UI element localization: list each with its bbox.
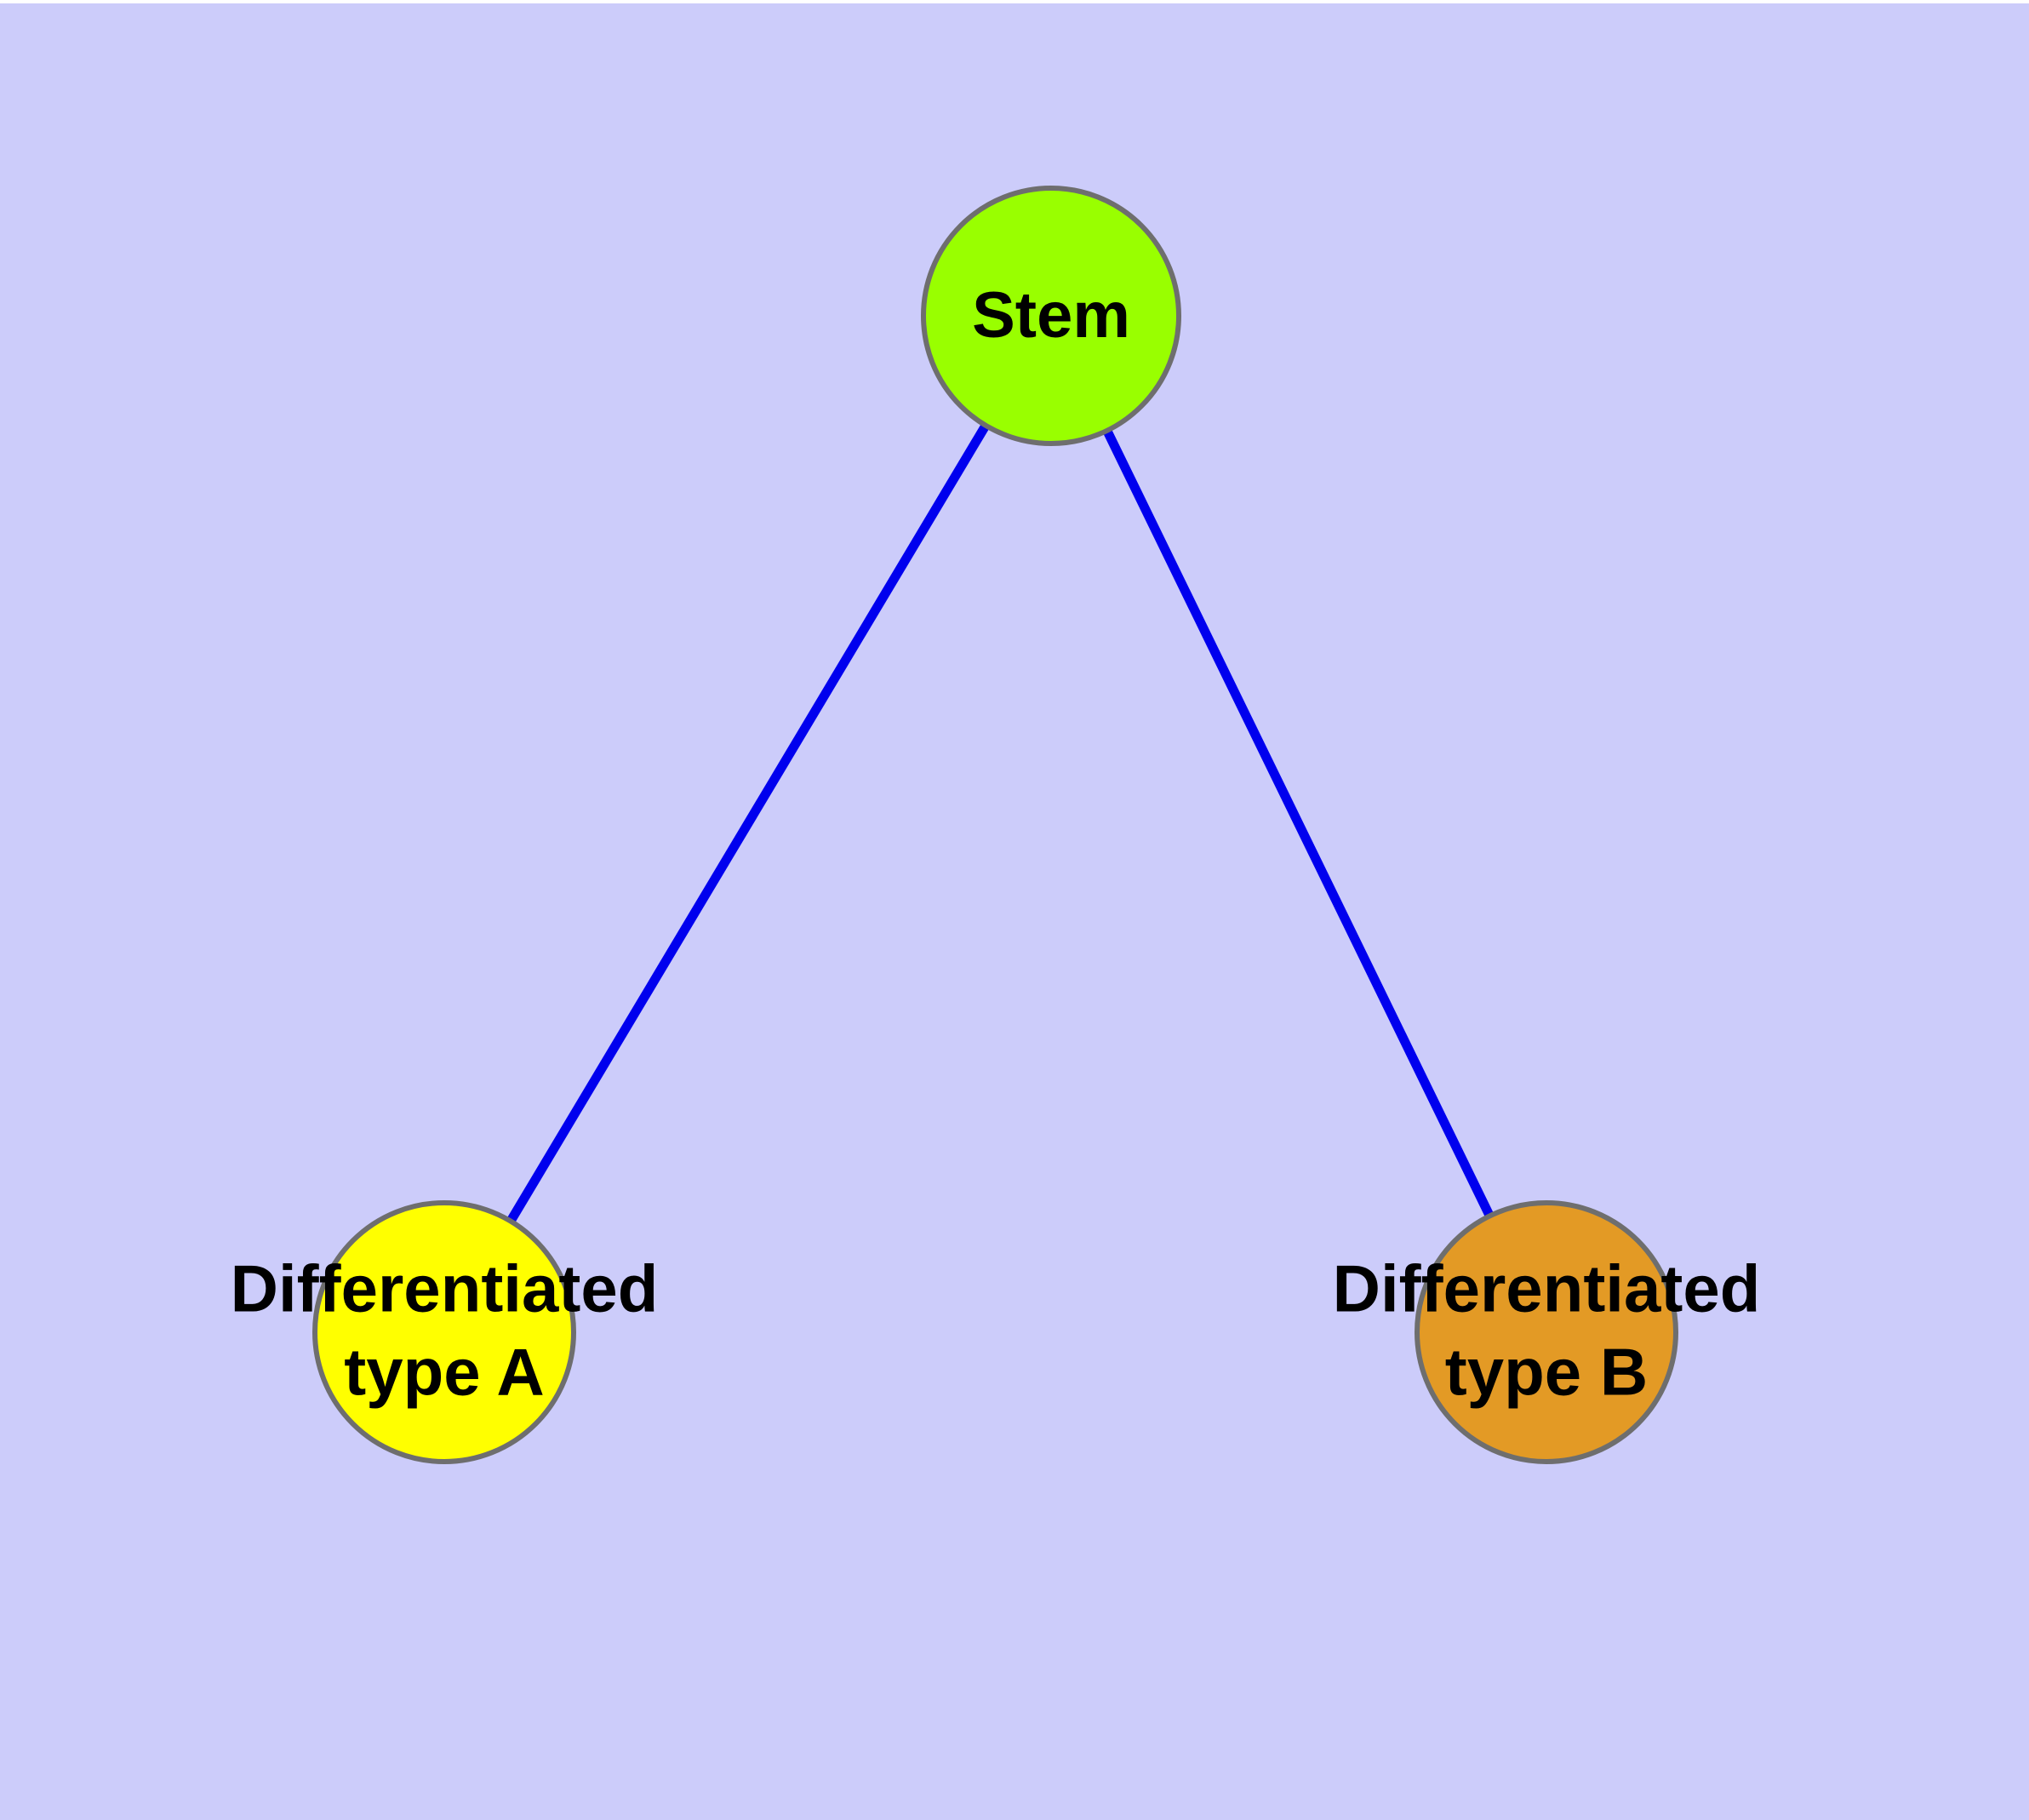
edge-layer (506, 421, 1495, 1226)
edge-stem-to-differentiated-type-a[interactable] (506, 421, 991, 1226)
edge-stem-to-differentiated-type-b[interactable] (1101, 426, 1495, 1220)
node-differentiated-type-b-label-line1: Differentiated (1333, 1251, 1761, 1326)
label-layer: Stem Differentiated type A Differentiate… (231, 279, 1761, 1410)
node-differentiated-type-a-label-line1: Differentiated (231, 1251, 659, 1326)
node-differentiated-type-b-label-line2: type B (1445, 1335, 1648, 1410)
node-differentiated-type-b-circle[interactable] (1415, 1200, 1678, 1464)
node-differentiated-type-a-circle[interactable] (312, 1200, 576, 1464)
node-differentiated-type-b[interactable] (1415, 1200, 1678, 1464)
node-layer (312, 186, 1678, 1464)
node-stem[interactable] (921, 186, 1181, 446)
node-differentiated-type-a[interactable] (312, 1200, 576, 1464)
node-stem-circle[interactable] (921, 186, 1181, 446)
node-differentiated-type-a-label-line2: type A (344, 1335, 545, 1410)
node-stem-label: Stem (972, 279, 1130, 352)
